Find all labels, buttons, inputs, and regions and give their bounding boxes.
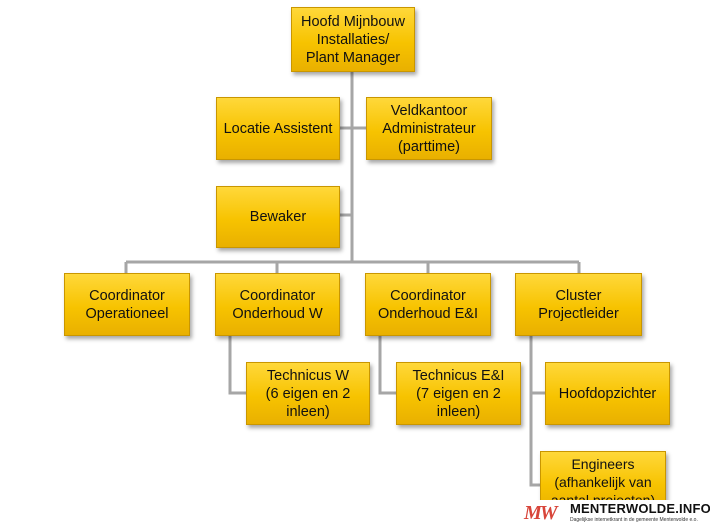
watermark-logo: MW [524,502,558,524]
locatie-assistent-box: Locatie Assistent [216,97,340,160]
bewaker-box: Bewaker [216,186,340,248]
plant-manager-box: Hoofd Mijnbouw Installaties/ Plant Manag… [291,7,415,72]
cluster-projectleider-box: Cluster Projectleider [515,273,642,336]
coordinator-operationeel-box: Coordinator Operationeel [64,273,190,336]
technicus-w-branch [228,336,246,395]
coordinator-onderhoud-w-box: Coordinator Onderhoud W [215,273,340,336]
watermark-subtitle: Dagelijkse internetkrant in de gemeente … [570,517,698,523]
watermark-title: MENTERWOLDE.INFO [570,501,710,516]
technicus-ei-box: Technicus E&I (7 eigen en 2 inleen) [396,362,521,425]
veldkantoor-administrateur-box: Veldkantoor Administrateur (parttime) [366,97,492,160]
technicus-ei-branch [378,336,396,395]
technicus-w-box: Technicus W (6 eigen en 2 inleen) [246,362,370,425]
hoofdopzichter-box: Hoofdopzichter [545,362,670,425]
cluster-branch [529,336,540,487]
watermark: MW MENTERWOLDE.INFO Dagelijkse internetk… [524,500,710,530]
coordinator-onderhoud-ei-box: Coordinator Onderhoud E&I [365,273,491,336]
